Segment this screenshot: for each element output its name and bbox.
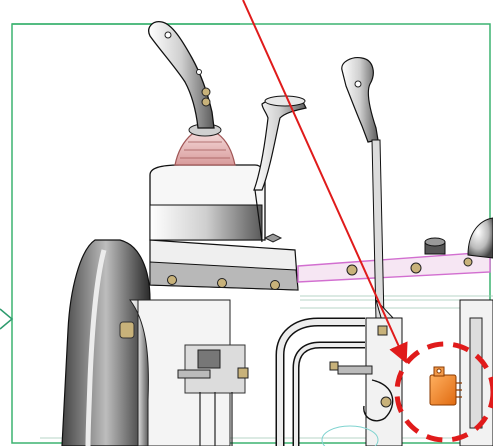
tube-frame-inner xyxy=(277,319,365,446)
callout-leader-arrow xyxy=(242,0,408,364)
seat-bracket-leg xyxy=(199,392,233,446)
joystick-lever xyxy=(148,21,215,129)
boot-ridges xyxy=(180,141,230,159)
seat-bracket-small-plate xyxy=(197,349,221,369)
pink-bar-bolt-3 xyxy=(463,257,473,267)
bracket-bolt-1 xyxy=(377,325,388,336)
pink-link-bar xyxy=(297,251,491,283)
seat-bracket-side xyxy=(129,299,149,446)
pink-bar-bolt-1 xyxy=(346,264,358,276)
relay-module xyxy=(429,374,457,406)
armrest-pad xyxy=(61,239,151,446)
bracket-hook xyxy=(363,379,394,422)
relay-pins xyxy=(456,382,462,398)
console-knob-small xyxy=(263,233,283,243)
tube-frame-lower-inner xyxy=(294,343,365,446)
right-lever-button xyxy=(354,80,362,88)
console-lower-shade xyxy=(149,261,299,291)
joystick-button-1 xyxy=(201,87,211,97)
pink-bar-bolt-2 xyxy=(410,262,422,274)
joystick-button-3 xyxy=(196,69,202,75)
right-panel-slot xyxy=(469,317,483,429)
bracket-bolt-2 xyxy=(329,361,339,371)
joystick-button-2 xyxy=(201,97,211,107)
right-lever-handle xyxy=(341,57,379,143)
console-bolt-3 xyxy=(270,280,280,290)
joystick-button-top xyxy=(164,31,172,39)
rubber-boot xyxy=(174,133,236,166)
relay-hole xyxy=(436,368,442,374)
seat-bracket-bolt xyxy=(237,367,249,379)
cyan-ring xyxy=(321,425,379,446)
console-bolt-2 xyxy=(217,278,227,288)
tube-frame-lower xyxy=(292,341,365,446)
left-pointer-arrow xyxy=(0,308,14,330)
console-shade xyxy=(149,204,263,241)
gear-knob xyxy=(424,237,446,255)
bracket-bolt-3 xyxy=(380,396,392,408)
console-bolt-1 xyxy=(167,275,177,285)
second-lever-cap xyxy=(264,95,306,107)
rounded-knob xyxy=(467,217,493,259)
seat-bracket-strap xyxy=(177,369,211,379)
second-lever-shaft xyxy=(254,189,263,243)
bracket-arm xyxy=(337,365,373,375)
armrest-highlight xyxy=(85,249,107,446)
second-control-lever xyxy=(253,97,307,191)
armrest-knob xyxy=(119,321,135,339)
